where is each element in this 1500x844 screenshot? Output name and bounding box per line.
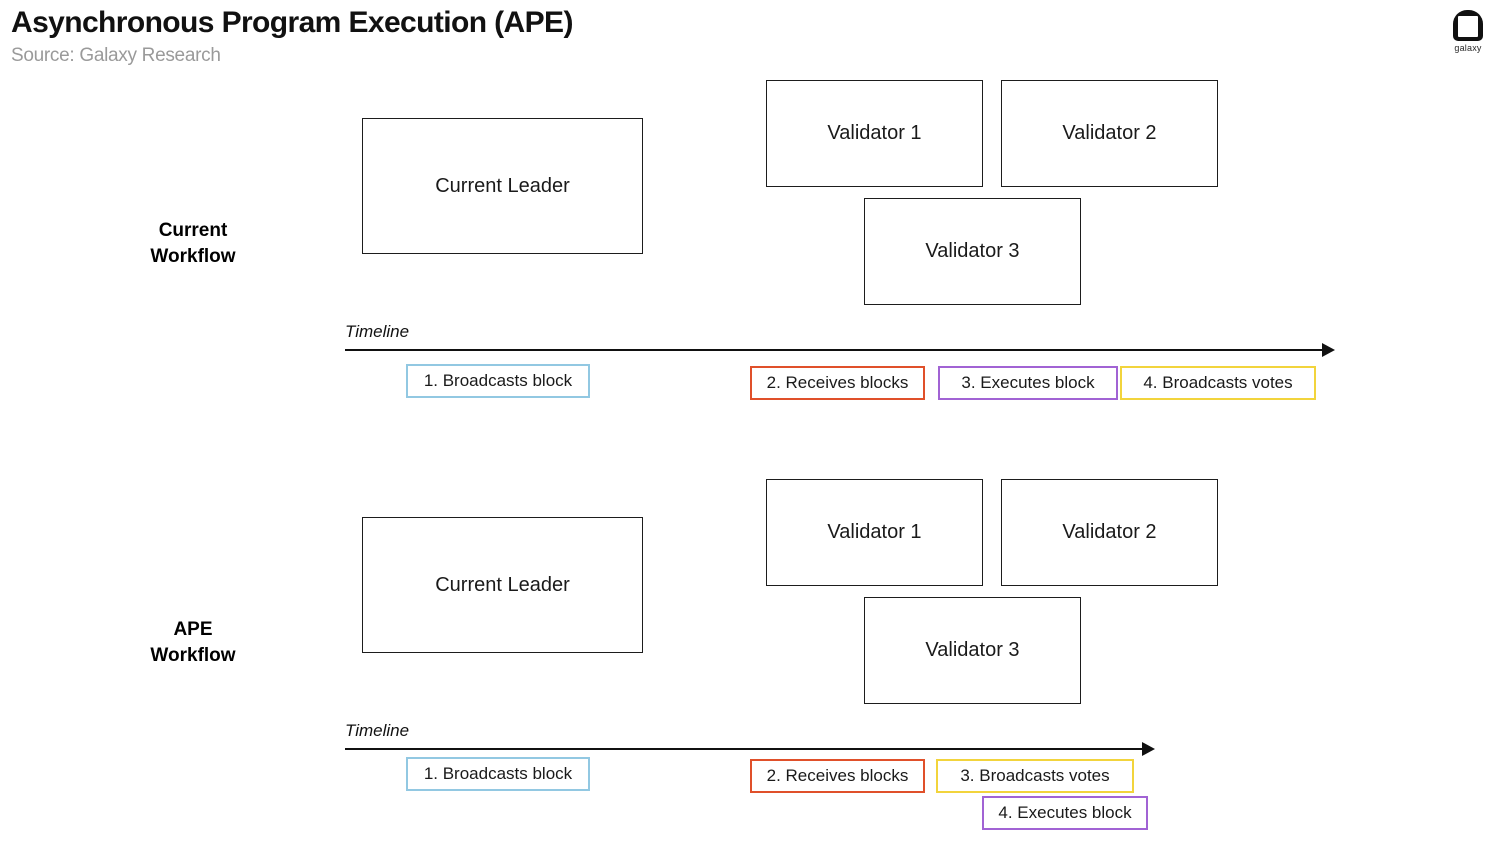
step-4-label-ape: 4. Executes block <box>998 803 1132 822</box>
step-1-label: 1. Broadcasts block <box>423 371 573 390</box>
galaxy-logo: galaxy <box>1446 10 1490 58</box>
step-1-label-ape: 1. Broadcasts block <box>423 764 573 783</box>
timeline-arrow-icon-ape <box>1142 742 1155 756</box>
validator-2-box-current: Validator 2 <box>1001 80 1218 187</box>
validator-3-label: Validator 3 <box>925 240 1020 262</box>
timeline-label-ape: Timeline <box>345 721 410 740</box>
current-leader-box-current: Current Leader <box>362 118 643 254</box>
step-4-box-current[interactable]: 4. Broadcasts votes <box>1120 366 1316 400</box>
step-1-box-current[interactable]: 1. Broadcasts block <box>406 364 590 398</box>
step-3-box-ape[interactable]: 3. Broadcasts votes <box>936 759 1134 793</box>
validator-3-box-current: Validator 3 <box>864 198 1081 305</box>
step-1-box-ape[interactable]: 1. Broadcasts block <box>406 757 590 791</box>
step-2-box-ape[interactable]: 2. Receives blocks <box>750 759 925 793</box>
step-3-label: 3. Executes block <box>961 373 1095 392</box>
step-2-box-current[interactable]: 2. Receives blocks <box>750 366 925 400</box>
step-4-label: 4. Broadcasts votes <box>1143 373 1293 392</box>
section-label-current-line2: Workflow <box>150 246 236 267</box>
current-leader-box-ape: Current Leader <box>362 517 643 653</box>
current-leader-label-ape: Current Leader <box>435 573 570 596</box>
validator-2-label: Validator 2 <box>1062 122 1157 144</box>
validator-2-box-ape: Validator 2 <box>1001 479 1218 586</box>
section-label-current-line1: Current <box>158 220 228 241</box>
validator-2-label-ape: Validator 2 <box>1062 521 1157 543</box>
timeline-axis-ape <box>345 748 1145 750</box>
validator-1-box-current: Validator 1 <box>766 80 983 187</box>
validator-1-label: Validator 1 <box>827 122 922 144</box>
timeline-arrow-icon-current <box>1322 343 1335 357</box>
validator-1-box-ape: Validator 1 <box>766 479 983 586</box>
step-3-label-ape: 3. Broadcasts votes <box>960 766 1110 785</box>
step-4-box-ape[interactable]: 4. Executes block <box>982 796 1148 830</box>
validator-1-label-ape: Validator 1 <box>827 521 922 543</box>
step-2-label: 2. Receives blocks <box>766 373 909 392</box>
step-2-label-ape: 2. Receives blocks <box>766 766 909 785</box>
step-3-box-current[interactable]: 3. Executes block <box>938 366 1118 400</box>
section-label-current: Current Workflow <box>93 218 293 270</box>
galaxy-logo-mark <box>1453 10 1483 41</box>
validator-3-box-ape: Validator 3 <box>864 597 1081 704</box>
page-title: Asynchronous Program Execution (APE) <box>11 6 573 39</box>
validator-3-label-ape: Validator 3 <box>925 639 1020 661</box>
galaxy-logo-label: galaxy <box>1454 43 1482 53</box>
page-subtitle: Source: Galaxy Research <box>11 45 221 66</box>
section-label-ape: APE Workflow <box>93 617 293 669</box>
timeline-axis-current <box>345 349 1325 351</box>
section-label-ape-line2: Workflow <box>150 645 236 666</box>
timeline-label-current: Timeline <box>345 322 410 341</box>
current-leader-label: Current Leader <box>435 174 570 197</box>
section-label-ape-line1: APE <box>173 619 213 640</box>
